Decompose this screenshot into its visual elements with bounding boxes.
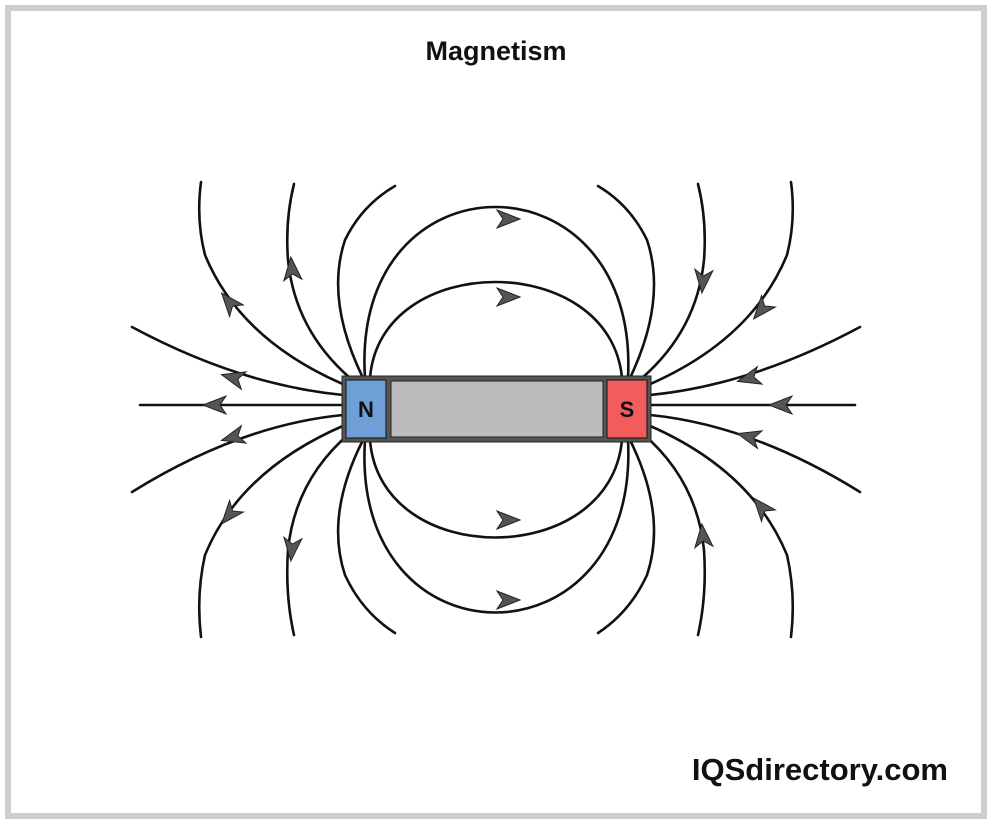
field-line bbox=[368, 280, 624, 380]
south-pole-label: S bbox=[620, 397, 635, 422]
arrow-icon bbox=[752, 496, 777, 524]
north-pole-label: N bbox=[358, 397, 374, 422]
field-line bbox=[285, 182, 352, 380]
field-line bbox=[363, 205, 630, 380]
arrow-icon bbox=[220, 498, 245, 526]
arrow-icon bbox=[736, 365, 764, 385]
field-line bbox=[285, 431, 352, 637]
south-pole bbox=[606, 379, 648, 439]
field-arrows bbox=[201, 208, 794, 611]
arrow-icon bbox=[767, 394, 794, 416]
arrow-icon bbox=[495, 509, 522, 531]
arrow-icon bbox=[736, 430, 764, 450]
arrow-icon bbox=[752, 293, 777, 321]
arrow-icon bbox=[201, 394, 228, 416]
field-line bbox=[197, 180, 347, 387]
diagram-title: Magnetism bbox=[425, 36, 567, 66]
arrow-icon bbox=[693, 522, 714, 550]
arrow-icon bbox=[693, 267, 714, 295]
arrow-icon bbox=[220, 371, 248, 391]
field-line bbox=[640, 431, 707, 637]
field-line bbox=[197, 423, 347, 639]
arrow-icon bbox=[495, 589, 522, 611]
magnet-middle bbox=[390, 380, 604, 438]
arrow-icon bbox=[282, 535, 303, 563]
field-line bbox=[646, 180, 795, 387]
field-line bbox=[336, 184, 397, 380]
bar-magnet: N S bbox=[341, 375, 652, 443]
arrow-icon bbox=[282, 255, 303, 283]
arrow-icon bbox=[495, 286, 522, 308]
brand-watermark: IQSdirectory.com bbox=[691, 752, 948, 787]
field-line bbox=[646, 423, 795, 639]
field-line bbox=[363, 438, 630, 614]
field-line bbox=[648, 325, 862, 397]
north-pole bbox=[345, 379, 387, 439]
field-line bbox=[336, 438, 397, 635]
field-line bbox=[640, 182, 707, 380]
field-line bbox=[596, 438, 656, 635]
arrow-icon bbox=[220, 291, 245, 319]
arrow-icon bbox=[220, 424, 248, 444]
arrow-icon bbox=[495, 208, 522, 230]
field-line bbox=[368, 438, 624, 539]
field-line bbox=[596, 184, 656, 380]
